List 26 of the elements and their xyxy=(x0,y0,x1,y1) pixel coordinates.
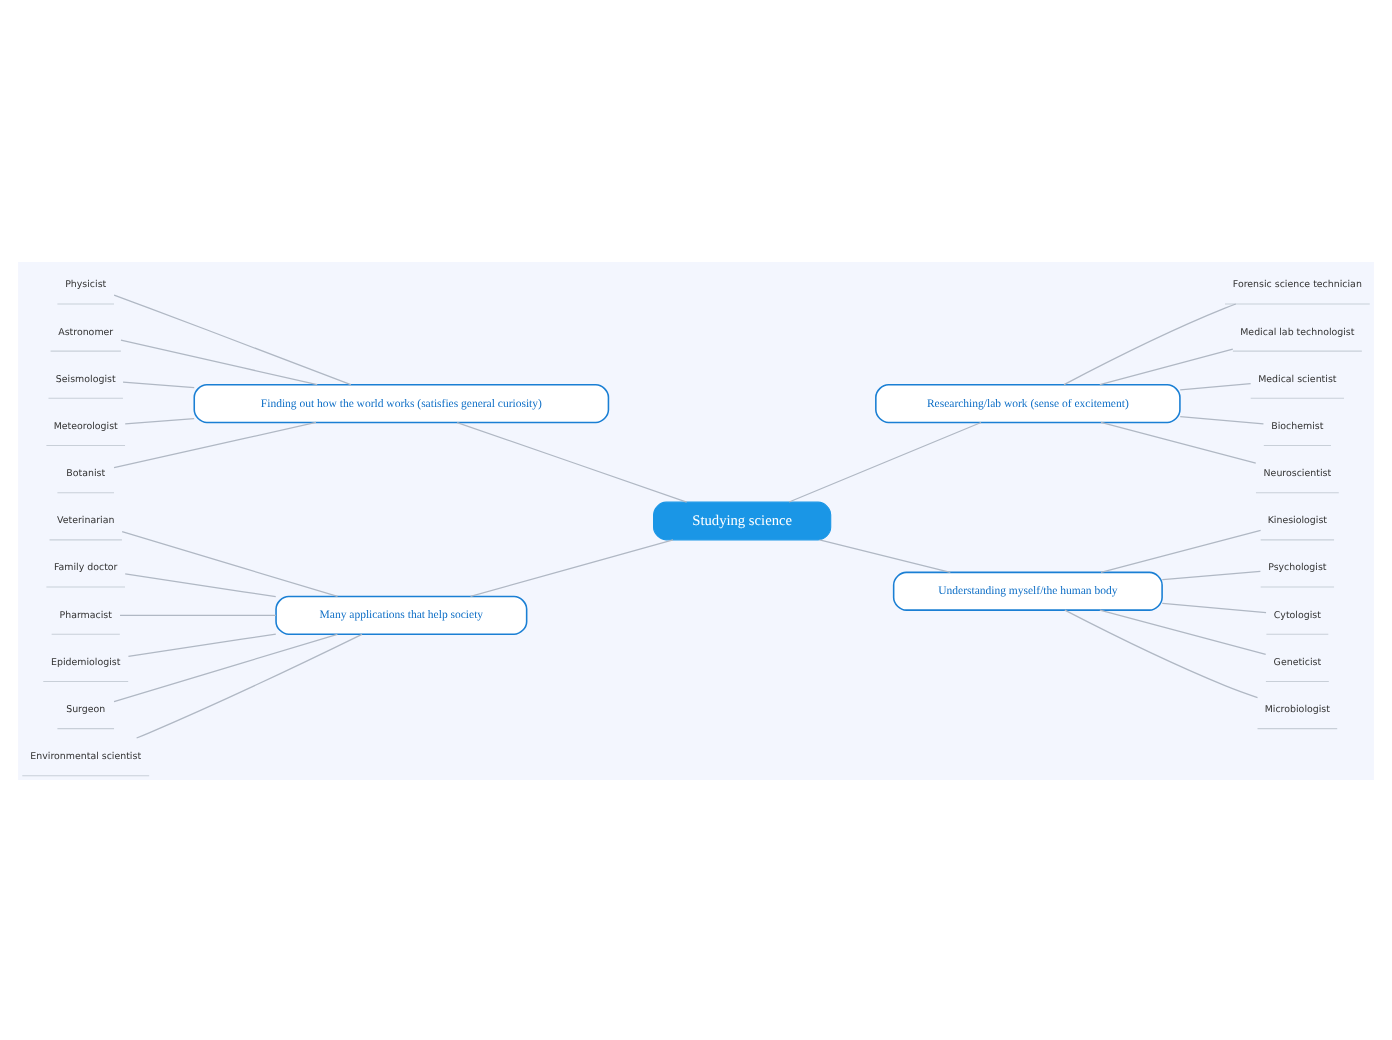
connector xyxy=(120,338,318,385)
connector xyxy=(1179,415,1265,424)
connector xyxy=(456,420,688,502)
connector xyxy=(127,632,277,656)
connector xyxy=(1100,528,1262,572)
connector xyxy=(119,613,277,615)
connector xyxy=(1064,608,1259,698)
connector xyxy=(122,380,195,388)
connector xyxy=(1179,381,1252,390)
connector xyxy=(136,632,363,738)
connector xyxy=(113,293,352,385)
connector xyxy=(469,538,674,596)
connector xyxy=(113,420,317,468)
connector xyxy=(1161,601,1267,613)
node-box: Studying science xyxy=(653,500,832,540)
connector xyxy=(1099,608,1267,654)
connector xyxy=(124,417,195,424)
connector xyxy=(124,572,277,597)
connector xyxy=(113,632,338,702)
connector xyxy=(121,530,339,597)
connector xyxy=(788,420,982,502)
connector xyxy=(1100,420,1257,463)
connector xyxy=(1063,302,1237,385)
connector xyxy=(1161,569,1262,580)
connector xyxy=(1099,347,1234,385)
connector xyxy=(818,538,951,572)
